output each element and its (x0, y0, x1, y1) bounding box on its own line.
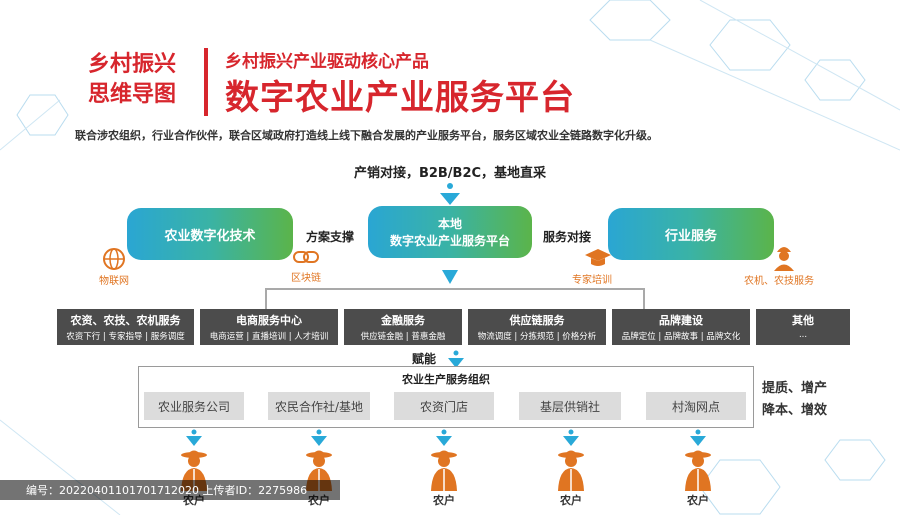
farmer-icon (558, 429, 584, 491)
farmer-label: 农户 (433, 494, 455, 507)
service-sub: 农资下行 | 专家指导 | 服务调度 (66, 332, 185, 342)
farmer-label: 农户 (687, 494, 709, 507)
service-title: 金融服务 (381, 314, 425, 327)
header-description: 联合涉农组织，行业合作伙伴，联合区域政府打造线上线下融合发展的产业服务平台，服务… (75, 129, 658, 142)
center-down-arrow-icon (442, 270, 458, 284)
platform-industry-service: 行业服务 (608, 208, 774, 260)
top-label: 产销对接，B2B/B2C，基地直采 (353, 166, 547, 181)
service-sub: 供应链金融 | 普惠金融 (360, 332, 446, 342)
service-title: 其他 (792, 314, 814, 327)
globe-icon (103, 248, 125, 270)
header-left-line2: 思维导图 (87, 82, 176, 107)
bracket-connector (265, 288, 645, 309)
service-sub: 品牌定位 | 品牌故事 | 品牌文化 (621, 332, 741, 342)
org-item: 农资门店 (394, 392, 494, 420)
empower-label: 赋能 (412, 352, 437, 366)
platform-center-line1: 本地 (437, 217, 462, 231)
benefit-line2: 降本、增效 (762, 403, 828, 418)
service-box-brand: 品牌建设 品牌定位 | 品牌故事 | 品牌文化 (612, 309, 750, 345)
header-left-line1: 乡村振兴 (87, 52, 176, 77)
service-title: 品牌建设 (659, 314, 703, 327)
org-item: 农业服务公司 (144, 392, 244, 420)
service-title: 电商服务中心 (236, 314, 302, 327)
service-title: 供应链服务 (509, 314, 565, 327)
expert-training-label: 专家培训 (572, 275, 612, 286)
service-box-finance: 金融服务 供应链金融 | 普惠金融 (344, 309, 462, 345)
down-arrow-icon (440, 183, 460, 205)
empower-arrow-icon (448, 350, 464, 368)
farmer-icon (685, 429, 711, 491)
farmer-icon (431, 429, 457, 491)
graduation-cap-icon (585, 249, 611, 266)
service-box-agri: 农资、农技、农机服务 农资下行 | 专家指导 | 服务调度 (57, 309, 194, 345)
farmer-label: 农户 (560, 494, 582, 507)
platform-industry-service-label: 行业服务 (664, 228, 717, 244)
iot-label: 物联网 (99, 276, 129, 287)
service-box-supply-chain: 供应链服务 物流调度 | 分拣规范 | 价格分析 (468, 309, 606, 345)
service-sub: 电商运营 | 直播培训 | 人才培训 (209, 332, 329, 342)
platform-digital-tech-label: 农业数字化技术 (164, 228, 256, 244)
benefits: 提质、增产 降本、增效 (762, 378, 827, 422)
service-box-ecommerce: 电商服务中心 电商运营 | 直播培训 | 人才培训 (200, 309, 338, 345)
watermark-text: 编号：20220401101701712020 上传者ID：2275986 (26, 484, 308, 497)
worker-icon (774, 247, 794, 271)
header-left-title: 乡村振兴 思维导图 (74, 50, 190, 110)
benefit-line1: 提质、增产 (762, 381, 828, 396)
org-item: 村淘网点 (646, 392, 746, 420)
service-box-other: 其他 ... (756, 309, 850, 345)
platform-center-line2: 数字农业产业服务平台 (389, 234, 510, 248)
page-title: 数字农业产业服务平台 (225, 78, 575, 118)
org-item: 农民合作社/基地 (268, 392, 370, 420)
chain-link-icon (293, 251, 319, 263)
connector-right-label: 服务对接 (543, 230, 592, 244)
farm-service-label: 农机、农技服务 (744, 276, 814, 287)
header-divider (204, 48, 208, 116)
service-sub: ... (798, 330, 808, 340)
connector-left-label: 方案支撑 (306, 230, 355, 244)
header-subtitle: 乡村振兴产业驱动核心产品 (225, 52, 429, 72)
service-sub: 物流调度 | 分拣规范 | 价格分析 (477, 332, 597, 342)
service-title: 农资、农技、农机服务 (70, 314, 181, 327)
org-item: 基层供销社 (519, 392, 621, 420)
blockchain-label: 区块链 (291, 273, 321, 284)
platform-center: 本地 数字农业产业服务平台 (368, 206, 532, 258)
org-title: 农业生产服务组织 (402, 373, 490, 386)
watermark-bar (0, 480, 340, 500)
platform-digital-tech: 农业数字化技术 (127, 208, 293, 260)
